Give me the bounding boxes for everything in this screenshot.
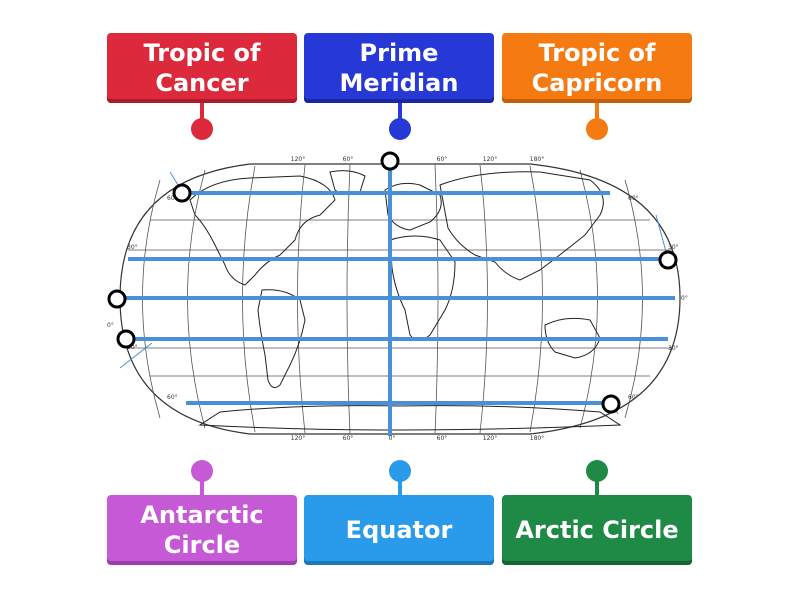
bottom-tick-label: 120°	[291, 435, 305, 442]
drop-target-circle[interactable]	[601, 394, 621, 414]
right-lat-label: 0°	[681, 295, 688, 302]
label-arctic-circle[interactable]: Arctic Circle	[502, 495, 692, 565]
bottom-tick-label: 0°	[389, 435, 396, 442]
bottom-tick-label: 120°	[483, 435, 497, 442]
top-tick-label: 60°	[437, 156, 448, 163]
bottom-tick-label: 180°	[530, 435, 544, 442]
pin-prime-meridian[interactable]	[389, 118, 411, 140]
stem-antarctic-circle	[200, 475, 204, 497]
pin-tropic-of-capricorn[interactable]	[586, 118, 608, 140]
pin-antarctic-circle[interactable]	[191, 460, 213, 482]
asia-shape	[439, 171, 604, 281]
antarctica-shape	[198, 405, 622, 431]
label-text: Antarctic Circle	[140, 501, 264, 559]
label-antarctic-circle[interactable]: Antarctic Circle	[107, 495, 297, 565]
stem-equator	[398, 475, 402, 497]
label-text: Tropic of Cancer	[143, 39, 261, 97]
drop-target-circle[interactable]	[658, 250, 678, 270]
label-tropic-of-cancer[interactable]: Tropic of Cancer	[107, 33, 297, 103]
europe-shape	[384, 182, 442, 231]
pin-arctic-circle[interactable]	[586, 460, 608, 482]
label-tropic-of-capricorn[interactable]: Tropic of Capricorn	[502, 33, 692, 103]
pointer-arrow	[119, 342, 153, 369]
label-text: Tropic of Capricorn	[531, 39, 663, 97]
tick-labels: 120° 60° 0° 60° 120° 180° 120° 60° 0° 60° 120° 180°…	[107, 156, 688, 442]
left-lat-label: 60°	[167, 394, 178, 401]
right-lat-label: 60°	[628, 394, 639, 401]
bottom-tick-label: 60°	[343, 435, 354, 442]
left-lat-label: 60°	[167, 195, 178, 202]
top-tick-label: 60°	[343, 156, 354, 163]
label-text: Equator	[345, 516, 453, 544]
stem-arctic-circle	[595, 475, 599, 497]
drop-target-circle[interactable]	[116, 329, 136, 349]
drop-targets[interactable]	[107, 151, 678, 414]
top-tick-label: 180°	[530, 156, 544, 163]
north-america-shape	[189, 175, 336, 286]
stem-tropic-of-cancer	[200, 103, 204, 125]
label-text: Prime Meridian	[339, 39, 459, 97]
drop-target-circle[interactable]	[107, 289, 127, 309]
label-prime-meridian[interactable]: Prime Meridian	[304, 33, 494, 103]
right-lat-label: 30°	[668, 244, 679, 251]
top-tick-label: 120°	[291, 156, 305, 163]
label-text: Arctic Circle	[515, 516, 679, 544]
left-lat-label: 30°	[127, 244, 138, 251]
australia-shape	[544, 317, 601, 359]
pin-equator[interactable]	[389, 460, 411, 482]
pin-tropic-of-cancer[interactable]	[191, 118, 213, 140]
left-lat-label: 0°	[107, 322, 114, 329]
right-lat-label: 30°	[668, 345, 679, 352]
drop-target-circle[interactable]	[380, 151, 400, 171]
bottom-tick-label: 60°	[437, 435, 448, 442]
left-lat-label: 30°	[127, 344, 138, 351]
stem-prime-meridian	[398, 103, 402, 125]
right-lat-label: 60°	[628, 195, 639, 202]
stem-tropic-of-capricorn	[595, 103, 599, 125]
label-equator[interactable]: Equator	[304, 495, 494, 565]
drop-target-circle[interactable]	[172, 183, 192, 203]
highlight-lines	[118, 161, 675, 436]
top-tick-label: 120°	[483, 156, 497, 163]
